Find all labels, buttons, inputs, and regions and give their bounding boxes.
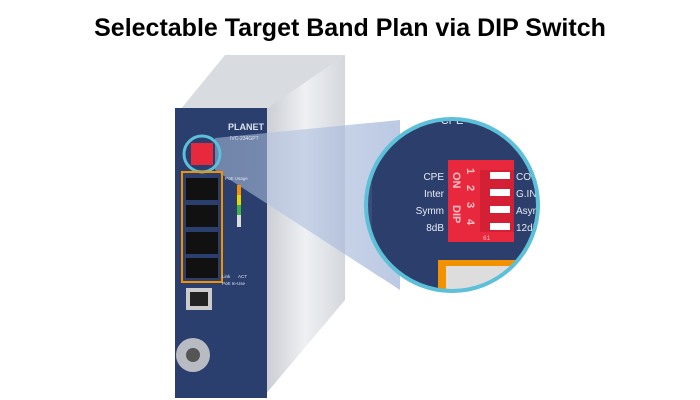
led-link-label: Link [222,274,231,279]
magnifier-ring [364,117,540,293]
dip-code: 61 [483,235,491,242]
page-title: Selectable Target Band Plan via DIP Swit… [94,14,606,42]
dip-number-2: 2 [464,185,476,191]
left-label-8db: 8dB [426,223,444,234]
right-label-ginp: G.INP [516,189,544,200]
rj45-ports [181,171,223,283]
right-label-co: CO [516,172,531,183]
magnified-view: CPE CPE Inter Symm 8dB CO G.INP Asym 12d… [366,115,544,291]
poe-usage-label: PoE Usage [225,176,248,181]
left-label-cpe: CPE [423,172,444,183]
dip-label: DIP [450,205,462,223]
right-label-asym: Asym [516,206,541,217]
magnify-beam [215,120,400,290]
dip-on-label: ON [450,172,462,189]
right-label-12db: 12dB [516,223,540,234]
brand-logo: PLANET [228,122,265,132]
led-act-label: ACT [238,274,247,279]
left-label-inter: Inter [424,189,445,200]
dip-number-1: 1 [464,168,476,174]
mag-header: CPE [441,115,464,127]
dip-number-3: 3 [464,202,476,208]
led-poe-label: PoE In-Use [222,281,246,286]
left-label-symm: Symm [416,206,444,217]
dip-number-4: 4 [464,219,476,226]
small-dip-switch [191,143,213,165]
model-label: IVC-234GPT [230,136,259,142]
